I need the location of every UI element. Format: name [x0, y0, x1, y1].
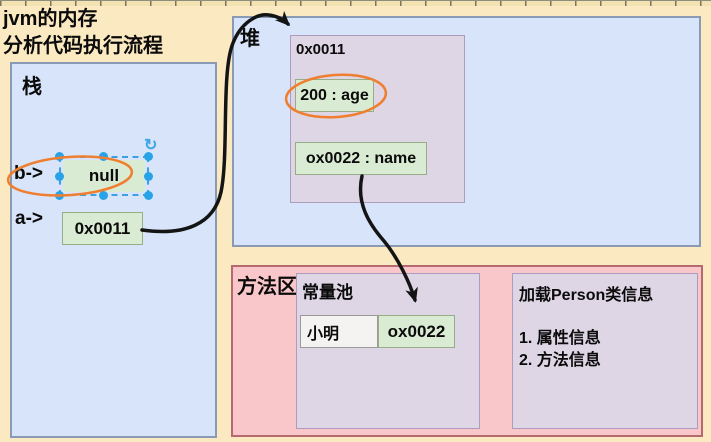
ruler-strip: [0, 0, 711, 6]
heap-region-label: 堆: [240, 28, 260, 50]
constant-pool-address-text: ox0022: [387, 321, 446, 341]
stack-region-label: 栈: [22, 76, 42, 98]
selection-handle-bottom-left[interactable]: [55, 191, 64, 200]
stack-a-value-box[interactable]: 0x0011: [62, 212, 143, 245]
page-title-line1: jvm的内存: [3, 8, 98, 30]
class-info-title: 加载Person类信息: [519, 287, 654, 304]
selection-handle-bottom-middle[interactable]: [99, 191, 108, 200]
class-info-item-2: 2. 方法信息: [519, 352, 601, 369]
page-title-line2: 分析代码执行流程: [3, 35, 163, 57]
heap-age-field-box[interactable]: 200 : age: [295, 79, 374, 112]
stack-a-value-text: 0x0011: [74, 218, 131, 238]
constant-pool-label: 常量池: [302, 283, 353, 302]
class-info-item-1: 1. 属性信息: [519, 330, 601, 347]
constant-pool-string-text: 小明: [307, 325, 340, 343]
selection-handle-middle-right[interactable]: [144, 172, 153, 181]
heap-object-address: 0x0011: [296, 41, 346, 58]
rotate-icon[interactable]: ↻: [144, 137, 158, 154]
class-info-box[interactable]: 加载Person类信息 1. 属性信息 2. 方法信息: [512, 273, 698, 429]
stack-region[interactable]: 栈: [10, 62, 217, 438]
heap-object-box[interactable]: 0x0011: [290, 35, 465, 203]
heap-name-field-text: ox0022 : name: [305, 149, 417, 167]
stack-var-b-label[interactable]: b->: [14, 163, 44, 184]
method-area-label: 方法区: [237, 276, 297, 298]
heap-name-field-box[interactable]: ox0022 : name: [295, 142, 427, 175]
selection-handle-bottom-right[interactable]: [144, 191, 153, 200]
constant-pool-address-box[interactable]: ox0022: [378, 315, 455, 348]
selection-handle-middle-left[interactable]: [55, 172, 64, 181]
constant-pool-string-box[interactable]: 小明: [300, 315, 378, 348]
selection-handle-top-middle[interactable]: [99, 152, 108, 161]
stack-var-a-label[interactable]: a->: [15, 208, 43, 229]
constant-pool-box[interactable]: 常量池: [296, 273, 480, 429]
page-title[interactable]: jvm的内存 分析代码执行流程: [3, 6, 163, 60]
heap-age-field-text: 200 : age: [300, 86, 369, 104]
selection-outline[interactable]: [55, 152, 153, 200]
selection-handle-top-left[interactable]: [55, 152, 64, 161]
